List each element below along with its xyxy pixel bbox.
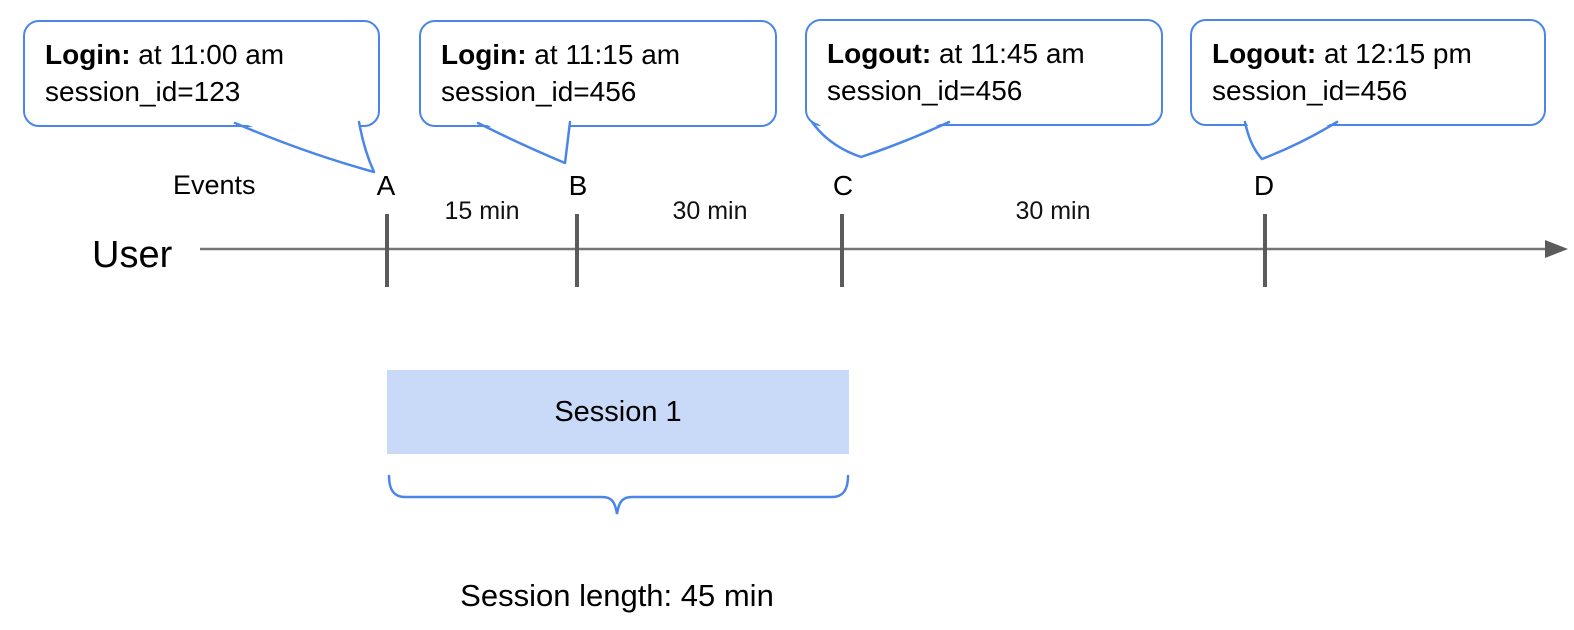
timeline-axis xyxy=(200,240,1568,258)
callout-session-line: session_id=456 xyxy=(827,75,1023,106)
callout-bubble-b: Login: at 11:15 am session_id=456 xyxy=(419,20,777,127)
callout-bubble-a: Login: at 11:00 am session_id=123 xyxy=(23,20,380,127)
session-1-box: Session 1 xyxy=(387,370,849,454)
timeline-arrowhead xyxy=(1545,240,1568,258)
callout-session-line: session_id=456 xyxy=(1212,75,1408,106)
events-row-label: Events xyxy=(173,170,256,200)
callout-bubble-d: Logout: at 12:15 pm session_id=456 xyxy=(1190,19,1546,126)
session-1-label: Session 1 xyxy=(554,395,682,428)
interval-label-bc: 30 min xyxy=(672,197,748,225)
callout-event-type: Logout: xyxy=(1212,38,1317,69)
callout-event-line: Logout: at 12:15 pm xyxy=(1212,35,1526,72)
callout-event-line: Login: at 11:15 am xyxy=(441,36,757,73)
callout-event-time: at 11:00 am xyxy=(130,39,285,70)
interval-label-ab: 15 min xyxy=(444,197,520,225)
callout-event-time: at 11:15 am xyxy=(526,39,681,70)
callout-session-line: session_id=123 xyxy=(45,76,241,107)
event-marker-d: D xyxy=(1253,170,1275,201)
user-row-label: User xyxy=(92,234,173,276)
interval-label-cd: 30 min xyxy=(1015,197,1091,225)
session-length-brace xyxy=(387,474,850,515)
callout-session-line: session_id=456 xyxy=(441,76,637,107)
callout-event-type: Login: xyxy=(45,39,131,70)
event-marker-a: A xyxy=(376,170,396,201)
callout-event-type: Logout: xyxy=(827,38,932,69)
callout-event-type: Login: xyxy=(441,39,527,70)
callout-event-time: at 12:15 pm xyxy=(1316,38,1472,69)
callout-event-line: Login: at 11:00 am xyxy=(45,36,360,73)
event-marker-b: B xyxy=(568,170,588,201)
event-marker-c: C xyxy=(832,170,854,201)
session-length-label: Session length: 45 min xyxy=(460,578,774,613)
callout-tail-a xyxy=(233,120,376,174)
callout-event-line: Logout: at 11:45 am xyxy=(827,35,1143,72)
callout-bubble-c: Logout: at 11:45 am session_id=456 xyxy=(805,19,1163,126)
callout-event-time: at 11:45 am xyxy=(931,38,1085,69)
